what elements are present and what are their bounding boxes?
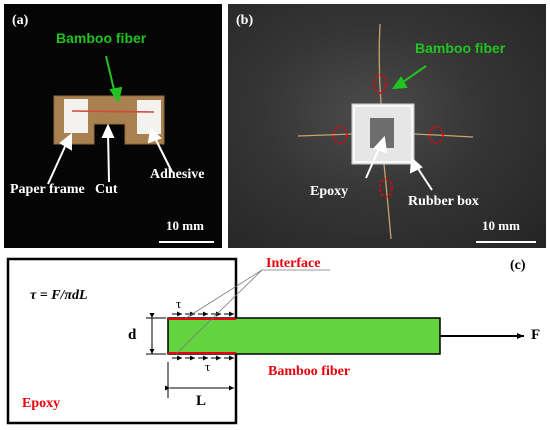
bamboo-fiber	[71, 110, 155, 113]
fiber-horizontal	[297, 133, 474, 138]
paper-frame-arrow	[47, 139, 69, 185]
force-label: F	[531, 327, 541, 343]
adhesive-label: Adhesive	[150, 167, 205, 182]
fiber-vertical	[378, 23, 392, 240]
panel-b-label: (b)	[236, 13, 254, 28]
cut-arrow	[107, 131, 110, 183]
diameter-dimension	[146, 313, 166, 355]
shear-stress-bottom: τ	[205, 359, 211, 374]
photo-panel-a: (a) Bamboo fiber Paper frame Cut Adhesiv…	[4, 4, 222, 248]
fiber-arrow	[105, 55, 123, 104]
length-label: L	[196, 393, 207, 409]
interface-label: Interface	[266, 256, 321, 271]
bamboo-fiber-schematic	[167, 317, 441, 355]
fiber-label-c: Bamboo fiber	[268, 364, 351, 379]
paper-frame-label: Paper frame	[10, 182, 85, 197]
adhesive-pad-right	[137, 100, 161, 134]
rubber-box-label: Rubber box	[408, 194, 479, 209]
shear-stress-top: τ	[176, 296, 182, 311]
fiber-arrow-b	[391, 65, 427, 90]
scale-bar-b-label: 10 mm	[482, 218, 520, 233]
pullout-schematic	[6, 257, 524, 425]
cut-label: Cut	[95, 182, 118, 197]
pullout-formula: τ = F/πdL	[30, 288, 88, 303]
length-dimension	[165, 362, 234, 398]
panel-c-label: (c)	[510, 258, 526, 273]
panel-a-label: (a)	[12, 13, 29, 28]
epoxy-label-c: Epoxy	[22, 396, 61, 411]
epoxy-label: Epoxy	[310, 184, 349, 199]
photo-panel-b: (b) Bamboo fiber Epoxy Rubber box 10 mm	[228, 4, 546, 248]
adhesive-pad-left	[64, 99, 88, 133]
interface-markers	[332, 74, 444, 198]
fiber-label-a: Bamboo fiber	[56, 30, 147, 46]
interface-leaders	[175, 269, 330, 355]
fiber-label-b: Bamboo fiber	[415, 40, 506, 56]
diameter-label: d	[128, 327, 137, 343]
scale-bar-a-label: 10 mm	[166, 218, 204, 233]
